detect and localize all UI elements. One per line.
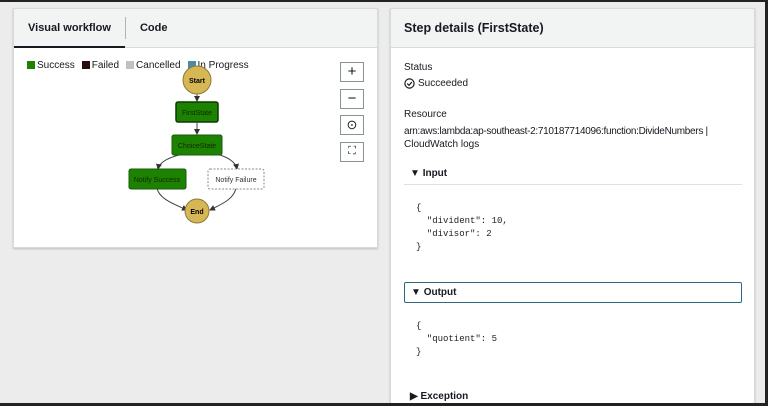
step-details-panel: Step details (FirstState) Status Succeed… xyxy=(390,8,755,404)
legend-success: Success xyxy=(27,60,75,71)
edge-choice-success xyxy=(156,154,180,170)
zoom-in-button[interactable]: + xyxy=(340,62,364,82)
workflow-tabs: Visual workflow Code xyxy=(14,9,377,48)
legend-failed: Failed xyxy=(81,60,120,71)
legend-in-progress: In Progress xyxy=(187,60,249,71)
status-value: Succeeded xyxy=(404,78,468,89)
caret-down-icon: ▼ xyxy=(410,168,420,179)
check-circle-icon xyxy=(404,78,415,89)
node-label: Start xyxy=(189,78,206,85)
node-label: FirstState xyxy=(182,110,212,117)
legend-cancelled: Cancelled xyxy=(126,60,181,71)
center-button[interactable]: ⊙ xyxy=(340,115,364,135)
resource-label: Resource xyxy=(404,109,447,120)
exception-label: Exception xyxy=(420,391,469,402)
node-notify-failure[interactable]: Notify Failure xyxy=(207,168,265,190)
input-json: { "divident": 10, "divisor": 2 } xyxy=(416,203,508,252)
caret-down-icon: ▼ xyxy=(411,287,421,298)
node-end[interactable]: End xyxy=(184,198,210,224)
status-legend: Success Failed Cancelled In Progress xyxy=(27,60,249,71)
status-text: Succeeded xyxy=(418,78,469,89)
legend-label: In Progress xyxy=(197,60,249,71)
visual-workflow-panel: Visual workflow Code Success Failed Canc… xyxy=(13,8,378,248)
output-section-toggle[interactable]: ▼ Output xyxy=(404,282,742,303)
window-top-border xyxy=(0,0,768,2)
legend-label: Success xyxy=(37,60,75,71)
tab-visual-workflow[interactable]: Visual workflow xyxy=(14,9,125,48)
resource-arn[interactable]: arn:aws:lambda:ap-southeast-2:7101877140… xyxy=(404,126,708,137)
legend-label: Cancelled xyxy=(136,60,181,71)
node-notify-success[interactable]: Notify Success xyxy=(128,168,187,190)
node-label: Notify Failure xyxy=(215,177,256,184)
legend-label: Failed xyxy=(91,60,120,71)
tab-code[interactable]: Code xyxy=(139,21,168,34)
edge-choice-failure xyxy=(219,154,239,170)
exception-section-toggle[interactable]: ▶ Exception xyxy=(404,391,742,402)
output-label: Output xyxy=(423,287,457,298)
node-label: Notify Success xyxy=(134,177,181,184)
window-right-border xyxy=(765,0,768,406)
cloudwatch-logs-link[interactable]: CloudWatch logs xyxy=(404,139,480,150)
node-choice-state[interactable]: ChoiceState xyxy=(171,134,223,156)
status-label: Status xyxy=(404,62,433,73)
fit-to-screen-button[interactable]: ⛶ xyxy=(340,142,364,162)
workflow-graph: Start FirstState ChoiceState Notify Succ… xyxy=(128,65,265,224)
caret-right-icon: ▶ xyxy=(410,391,418,402)
panel-title: Step details (FirstState) xyxy=(391,9,754,48)
input-section-toggle[interactable]: ▼ Input xyxy=(404,168,742,185)
zoom-out-button[interactable]: − xyxy=(340,89,364,109)
node-label: ChoiceState xyxy=(178,143,216,150)
success-swatch xyxy=(27,61,35,69)
tab-divider xyxy=(124,17,126,39)
input-label: Input xyxy=(422,168,448,179)
edge-success-end xyxy=(156,187,188,211)
node-first-state[interactable]: FirstState xyxy=(175,101,219,123)
failed-swatch xyxy=(81,61,90,69)
edge-failure-end xyxy=(209,187,237,211)
cancelled-swatch xyxy=(126,61,135,69)
output-json: { "quotient": 5 } xyxy=(416,321,498,357)
window-bottom-border xyxy=(0,403,768,406)
in-progress-swatch xyxy=(187,61,196,69)
node-start[interactable]: Start xyxy=(182,65,212,95)
node-label: End xyxy=(190,209,203,216)
